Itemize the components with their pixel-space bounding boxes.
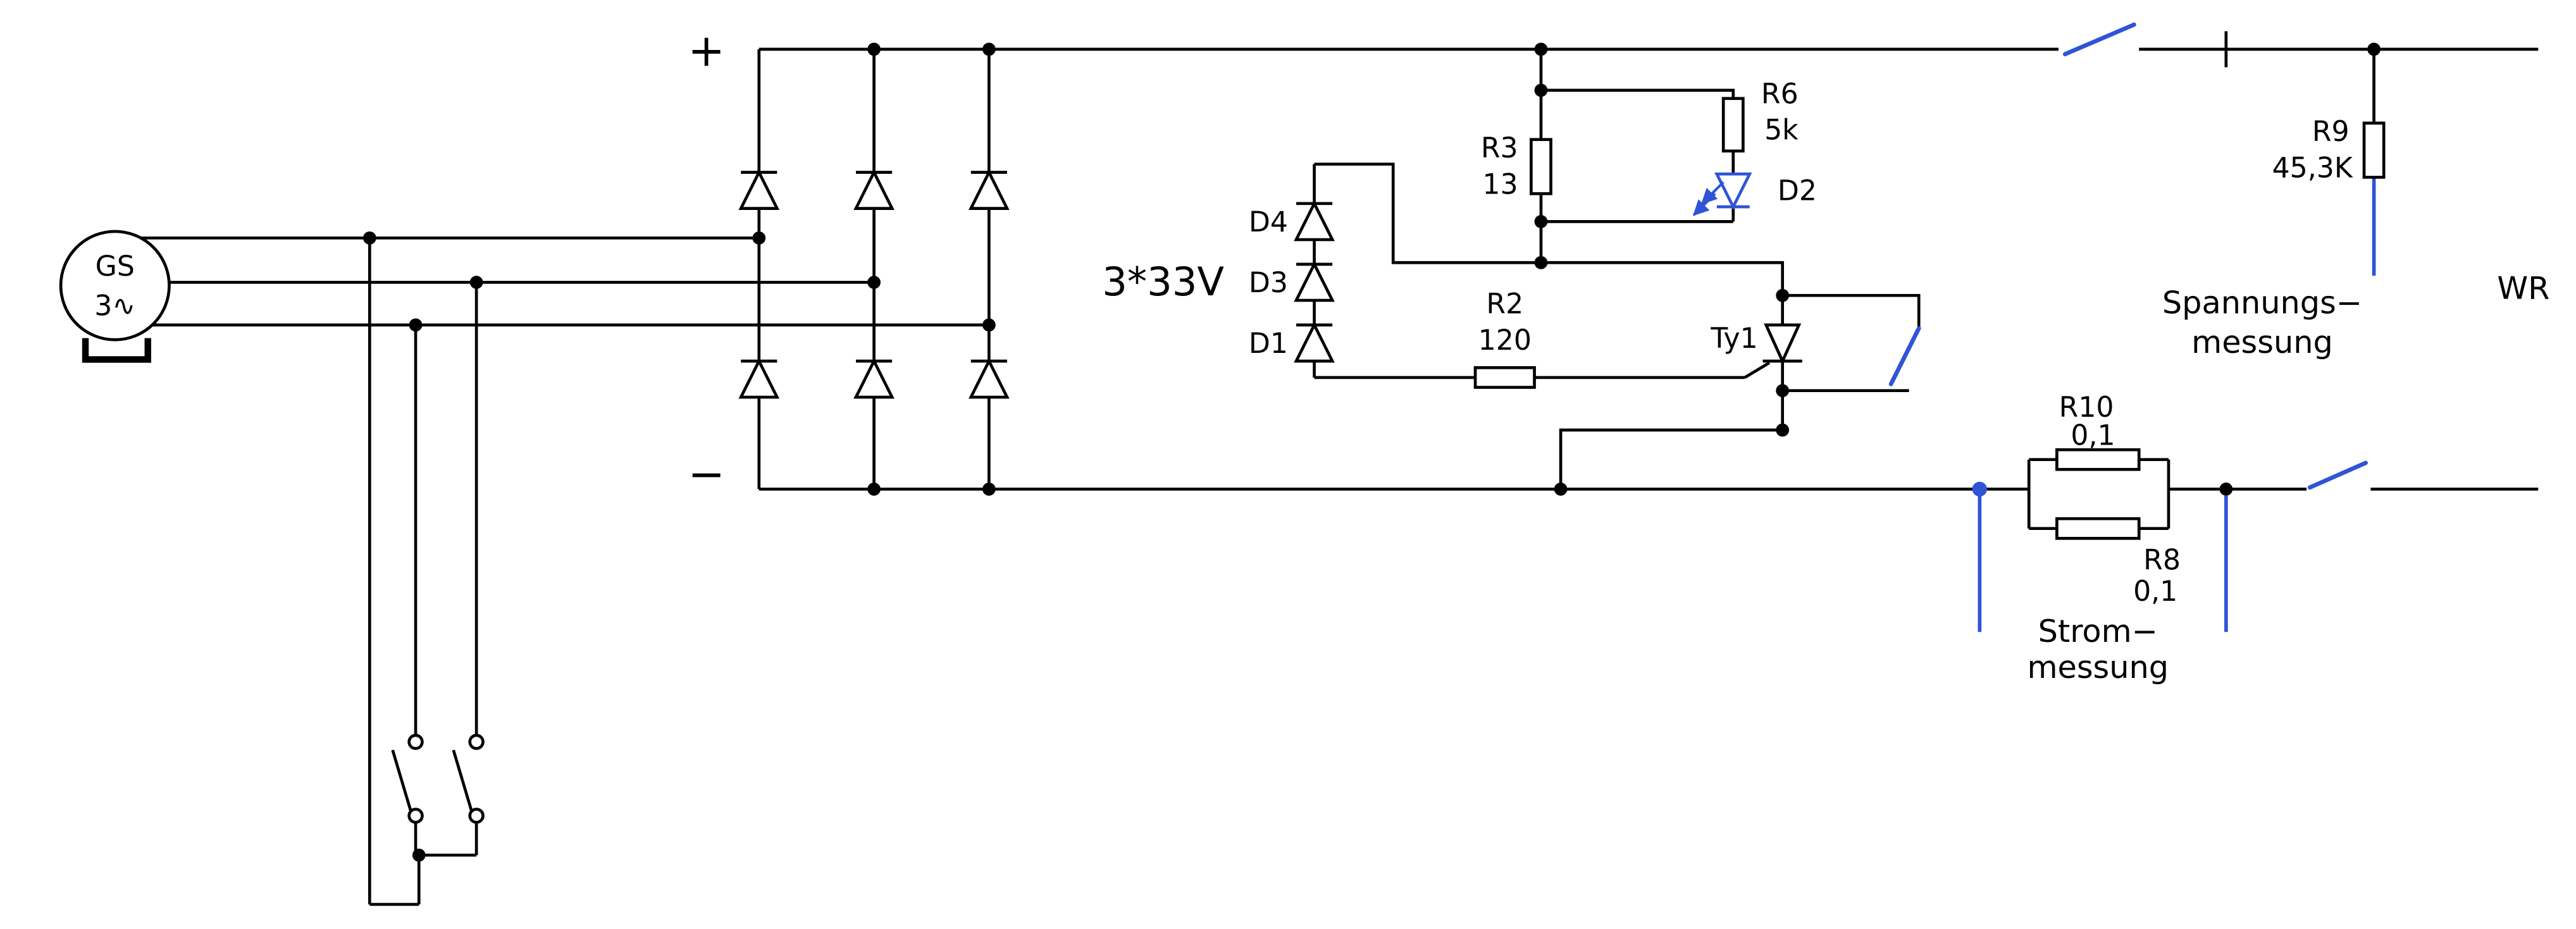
led-d2-arrow-2 — [1692, 192, 1716, 216]
junction-dot — [1534, 214, 1548, 228]
resistor-r9-label: R9 — [2312, 116, 2350, 148]
generator-label: GS — [96, 250, 135, 283]
resistor-r3-label: R3 — [1481, 132, 1518, 164]
led-d2-triangle — [1714, 172, 1752, 211]
thyristor-ty1 — [1762, 323, 1802, 365]
dc-minus-switch-blade — [2307, 460, 2368, 490]
current-measurement-label-1: Strom− — [2038, 613, 2158, 649]
bridge-diode-bottom-2 — [853, 357, 895, 399]
led-d2 — [1692, 172, 1752, 216]
voltage-measurement-label-1: Spannungs− — [2162, 285, 2362, 321]
switch-contact — [468, 734, 485, 750]
generator-circle — [59, 230, 171, 341]
junction-dot — [1534, 42, 1548, 56]
junction-dot — [982, 318, 996, 332]
junction-dot — [982, 483, 996, 496]
resistor-r9-body — [2362, 121, 2386, 179]
resistor-r9-value: 45,3K — [2272, 152, 2353, 184]
junction-dot — [409, 318, 423, 332]
junction-dot — [2219, 483, 2233, 496]
diode-d3-label: D3 — [1249, 267, 1288, 299]
thyristor-ty1-label: Ty1 — [1710, 323, 1757, 355]
circuit-wiring — [141, 31, 2539, 906]
resistor-r6-label: R6 — [1761, 78, 1799, 111]
generator-symbol: GS 3∿ — [59, 230, 171, 363]
current-measurement-label-2: messung — [2027, 649, 2169, 686]
resistor-r10-label: R10 — [2059, 391, 2114, 424]
junction-dot — [469, 276, 483, 289]
resistor-r10-body — [2055, 448, 2141, 471]
junction-dots — [362, 42, 2381, 862]
junction-dot — [867, 483, 881, 496]
diode-d1-label: D1 — [1249, 328, 1288, 360]
generator-phase-label: 3∿ — [94, 290, 135, 322]
junction-dot — [1534, 83, 1548, 97]
bridge-diode-top-1 — [738, 169, 780, 210]
junction-dot — [1776, 384, 1790, 398]
plus-rail-label: + — [688, 25, 725, 77]
thyristor-bypass-switch-blade — [1888, 326, 1921, 386]
switch-contact — [407, 808, 424, 824]
resistor-r6-value: 5k — [1764, 114, 1799, 147]
bridge-diode-bottom-3 — [969, 357, 1010, 399]
bridge-diode-top-2 — [853, 169, 895, 210]
resistor-r2-body — [1473, 366, 1536, 389]
diode-d3 — [1294, 261, 1335, 302]
bridge-diode-top-3 — [969, 169, 1010, 210]
diode-d4 — [1294, 200, 1335, 242]
resistor-r10-value: 0,1 — [2071, 419, 2115, 452]
current-probe-junction-dot — [1972, 481, 1987, 497]
dc-plus-switch-blade — [2062, 22, 2136, 57]
diode-d1 — [1294, 321, 1335, 363]
junction-dot — [1554, 483, 1568, 496]
resistor-r8-label: R8 — [2143, 544, 2181, 577]
generator-switch — [407, 734, 485, 824]
resistor-r8-value: 0,1 — [2133, 575, 2177, 608]
junction-dot — [2367, 42, 2381, 56]
inverter-label: WR — [2497, 269, 2549, 306]
junction-dot — [982, 42, 996, 56]
led-d2-arrow-1 — [1700, 181, 1725, 205]
bridge-rectifier — [738, 169, 1010, 399]
junction-dot — [752, 231, 766, 245]
resistor-r2-label: R2 — [1486, 288, 1523, 321]
voltage-measurement-label-2: messung — [2191, 324, 2333, 360]
zener-voltage-note: 3*33V — [1102, 259, 1224, 305]
resistor-r2-value: 120 — [1478, 324, 1532, 357]
resistor-r3-value: 13 — [1482, 168, 1518, 200]
switch-contact — [468, 808, 485, 824]
junction-dot — [1776, 423, 1790, 437]
junction-dot — [412, 848, 426, 862]
junction-dot — [362, 231, 376, 245]
switch-contact — [407, 734, 424, 750]
zener-chain — [1294, 200, 1335, 363]
junction-dot — [867, 42, 881, 56]
junction-dot — [867, 276, 881, 289]
minus-rail-label: − — [688, 448, 725, 500]
bridge-diode-bottom-1 — [738, 357, 780, 399]
resistor-r8-body — [2055, 517, 2141, 540]
resistor-r3-body — [1530, 138, 1552, 195]
junction-dot — [1534, 255, 1548, 269]
junction-dot — [1776, 288, 1790, 302]
thyristor-triangle — [1764, 323, 1802, 365]
led-d2-label: D2 — [1778, 175, 1817, 207]
diode-d4-label: D4 — [1249, 206, 1288, 238]
resistor-r6-body — [1721, 97, 1745, 153]
generator-mount-bracket — [82, 338, 151, 363]
